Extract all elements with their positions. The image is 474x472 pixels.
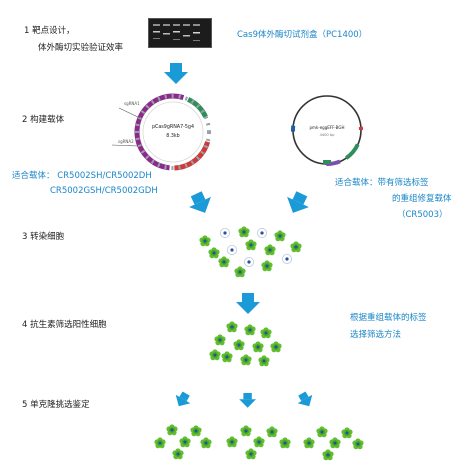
kit-note: Cas9体外酶切试剂盒（PC1400）	[237, 30, 368, 40]
arrow-down-left-lower	[171, 389, 194, 411]
vector-right-note-3: （CR5003）	[397, 210, 448, 220]
cell-cluster-transfection	[199, 226, 302, 278]
plasmid-right-name: pmk-eggEFF-BGH	[309, 125, 345, 130]
selection-note-1: 根据重组载体的标签	[350, 313, 427, 323]
svg-text:sgRNA2: sgRNA2	[118, 139, 134, 144]
vector-right-note-1: 适合载体：带有筛选标签	[335, 178, 429, 188]
plasmid-left-size: 8.3kb	[166, 134, 180, 139]
arrow-down-1	[164, 63, 188, 84]
cell-cluster-selection	[209, 321, 282, 367]
plasmid-right	[291, 94, 363, 166]
clone-group-left	[154, 424, 212, 460]
clone-group-middle	[226, 425, 291, 460]
step-4-label: 4 抗生素筛选阳性细胞	[22, 320, 107, 330]
step-1-sublabel: 体外酶切实验验证效率	[38, 43, 124, 53]
step-5-label: 5 单克隆挑选鉴定	[22, 400, 90, 410]
svg-text:sgRNA1: sgRNA1	[124, 101, 140, 106]
arrow-down-2	[236, 293, 260, 314]
plasmid-left	[111, 93, 212, 171]
vector-left-note-2: CR5002GSH/CR5002GDH	[50, 186, 158, 196]
arrow-down-mid-lower	[239, 393, 256, 408]
arrow-down-left	[185, 188, 216, 218]
clone-group-right	[303, 426, 364, 461]
gel-image	[148, 18, 212, 48]
vector-left-note-1: 适合载体： CR5002SH/CR5002DH	[12, 171, 152, 181]
selection-note-2: 选择筛选方法	[350, 330, 402, 340]
step-1-label: 1 靶点设计，	[24, 26, 75, 36]
vector-right-note-2: 的重组修复载体	[392, 194, 452, 204]
arrow-down-right	[282, 188, 313, 218]
plasmid-right-size: 4400 bp	[319, 133, 335, 137]
arrow-down-right-lower	[294, 389, 317, 411]
plasmid-left-name: pCas9gRNA7-5g4	[151, 125, 195, 130]
step-2-label: 2 构建载体	[22, 115, 65, 125]
step-3-label: 3 转染细胞	[22, 232, 65, 242]
